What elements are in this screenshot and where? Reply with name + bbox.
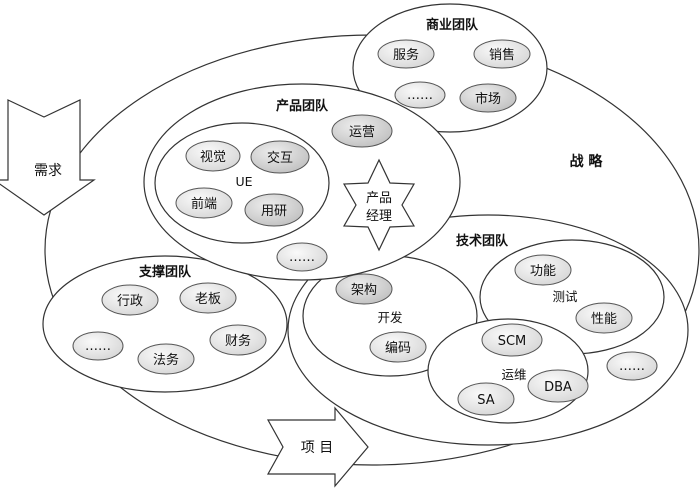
- product-ue-item-research: 用研: [244, 193, 304, 227]
- support-team-title: 支撑团队: [138, 264, 192, 280]
- business-item-market: 市场: [459, 83, 517, 113]
- tech-test-label: 测试: [552, 289, 578, 304]
- demand-label: 需求: [34, 163, 62, 179]
- svg-text:法务: 法务: [153, 352, 179, 368]
- business-item-more: ……: [394, 81, 446, 109]
- svg-text:……: ……: [289, 250, 315, 265]
- svg-text:架构: 架构: [351, 283, 377, 298]
- product-manager-star: [342, 158, 416, 252]
- product-ue-item-interaction: 交互: [250, 140, 310, 174]
- svg-text:……: ……: [85, 339, 111, 354]
- svg-text:性能: 性能: [591, 312, 617, 327]
- product-team-title: 产品团队: [276, 98, 329, 114]
- product-item-more: ……: [276, 242, 328, 272]
- svg-text:……: ……: [407, 88, 433, 103]
- tech-test-item-performance: 性能: [575, 302, 633, 334]
- demand-arrow: [0, 99, 96, 216]
- business-team-title: 商业团队: [426, 17, 479, 33]
- tech-test-item-function: 功能: [514, 254, 572, 286]
- svg-text:用研: 用研: [261, 204, 287, 219]
- tech-dev-label: 开发: [377, 310, 403, 325]
- svg-text:交互: 交互: [267, 150, 293, 166]
- svg-text:……: ……: [619, 359, 645, 374]
- svg-text:功能: 功能: [530, 264, 556, 279]
- svg-text:运营: 运营: [349, 125, 375, 140]
- business-item-service: 服务: [377, 39, 435, 69]
- tech-dev-item-architecture: 架构: [335, 273, 393, 305]
- svg-text:行政: 行政: [117, 294, 143, 309]
- tech-team-title: 技术团队: [456, 233, 509, 249]
- tech-ops-item-sa: SA: [457, 382, 515, 416]
- support-item-legal: 法务: [137, 343, 195, 375]
- product-manager-label-line1: 产品: [366, 191, 392, 206]
- tech-ops-item-dba: DBA: [527, 369, 589, 403]
- business-item-sales: 销售: [473, 39, 531, 69]
- tech-item-more: ……: [606, 351, 658, 381]
- svg-text:SA: SA: [477, 393, 494, 408]
- product-ue-item-visual: 视觉: [185, 140, 241, 172]
- svg-text:视觉: 视觉: [200, 150, 226, 165]
- support-item-more: ……: [72, 331, 124, 361]
- project-arrow: [266, 406, 369, 488]
- support-item-finance: 财务: [209, 324, 267, 356]
- support-item-boss: 老板: [179, 282, 237, 314]
- svg-text:前端: 前端: [191, 196, 217, 212]
- svg-text:老板: 老板: [195, 292, 221, 307]
- product-manager-label-line2: 经理: [366, 209, 392, 224]
- tech-ops-label: 运维: [501, 367, 526, 382]
- svg-text:市场: 市场: [475, 91, 501, 107]
- product-ue-item-frontend: 前端: [175, 187, 233, 219]
- tech-ops-item-scm: SCM: [481, 323, 543, 357]
- product-ue-label: UE: [235, 174, 252, 189]
- svg-text:编码: 编码: [385, 341, 411, 356]
- product-item-operations: 运营: [331, 114, 393, 148]
- strategy-label: 战 略: [570, 153, 604, 170]
- svg-text:服务: 服务: [393, 47, 419, 63]
- svg-text:SCM: SCM: [498, 334, 527, 349]
- svg-text:财务: 财务: [225, 333, 251, 349]
- project-label: 项 目: [301, 440, 333, 456]
- tech-dev-item-coding: 编码: [369, 331, 427, 363]
- svg-text:销售: 销售: [489, 47, 515, 63]
- support-item-admin: 行政: [101, 284, 159, 316]
- svg-text:DBA: DBA: [544, 380, 572, 395]
